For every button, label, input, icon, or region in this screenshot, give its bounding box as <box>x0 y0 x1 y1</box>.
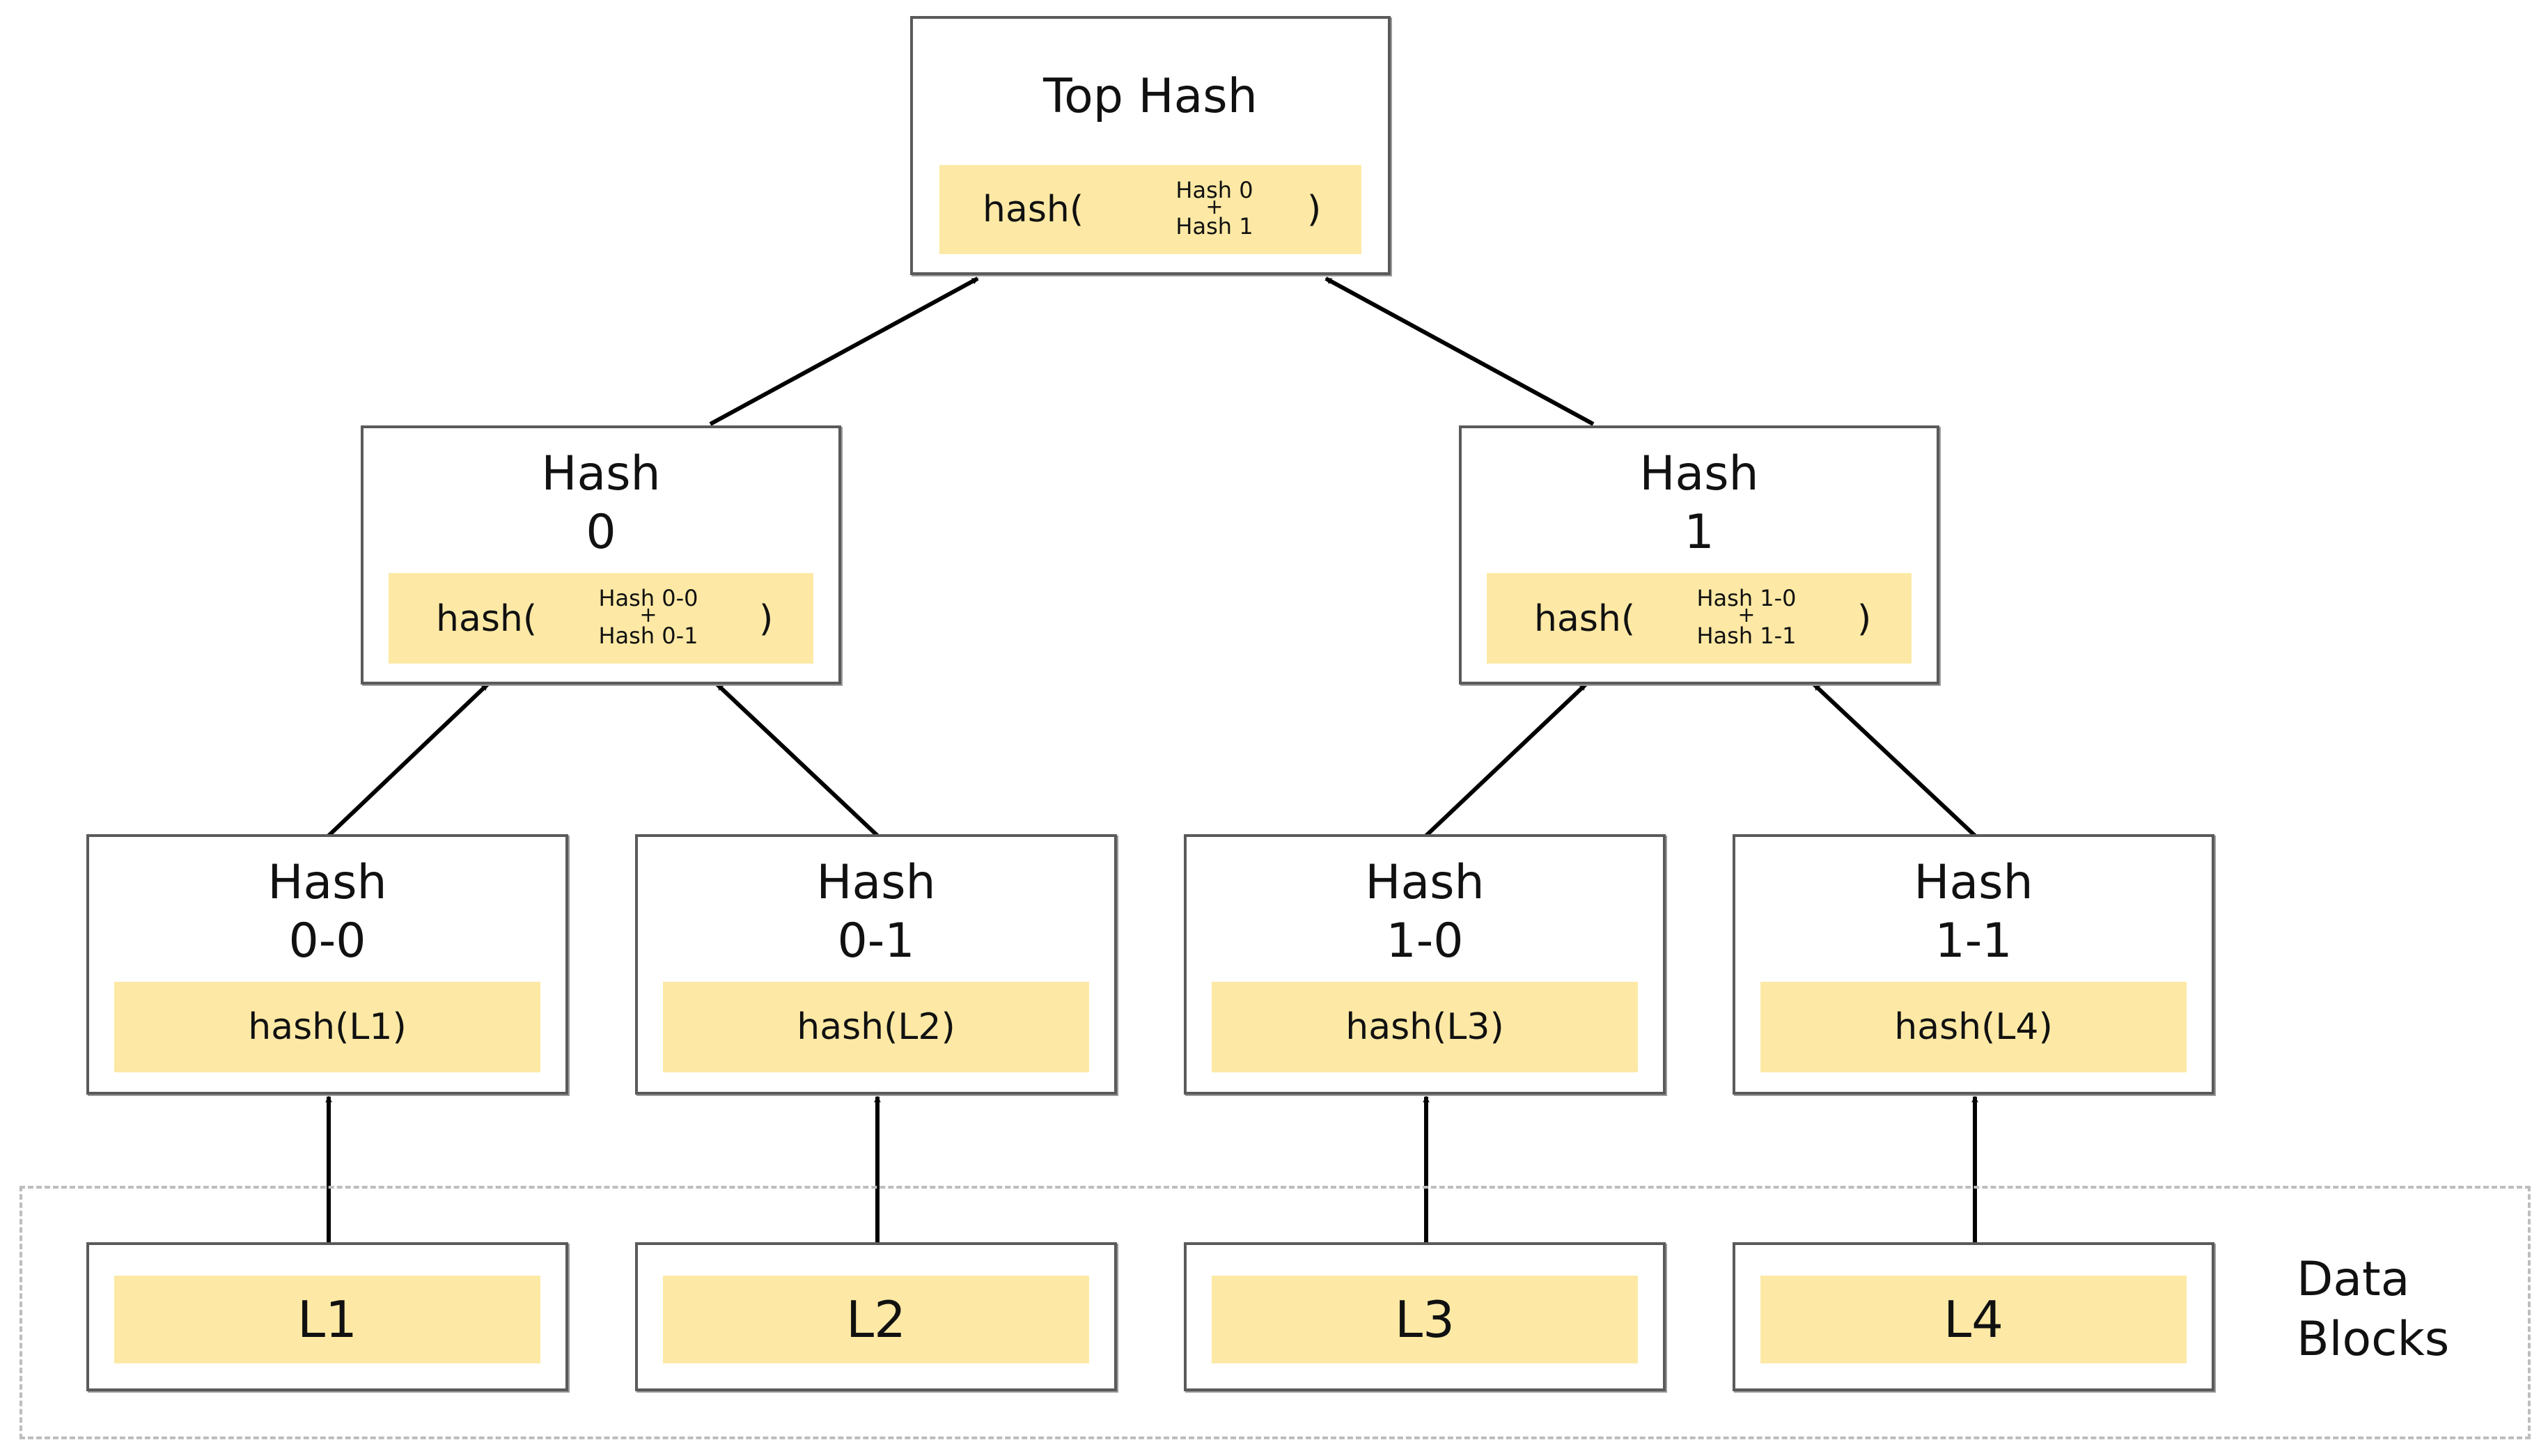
data-block-label: L2 <box>846 1290 906 1349</box>
hash-value: hash(L4) <box>1894 1006 2053 1048</box>
hash-formula-band: hash( Hash 0-0 + Hash 0-1 ) <box>389 573 813 664</box>
hash-arg-2: Hash 0-1 <box>598 623 698 649</box>
hash-arg-1: Hash 0 <box>1175 177 1253 203</box>
node-title: Hash 0 <box>541 446 661 560</box>
hash-value-band: hash(L4) <box>1760 982 2187 1072</box>
hash-function-open: hash( <box>1534 598 1636 640</box>
hash-1-1-node: Hash 1-1 hash(L4) <box>1733 834 2214 1095</box>
data-block-l3: L3 <box>1184 1242 1666 1391</box>
hash-0-0-node: Hash 0-0 hash(L1) <box>86 834 568 1095</box>
hash-function-close: ) <box>1307 189 1322 230</box>
arrow-hash-0-to-top-hash <box>709 276 979 426</box>
data-block-band: L2 <box>663 1276 1089 1363</box>
hash-value-band: hash(L3) <box>1212 982 1638 1072</box>
hash-value-band: hash(L1) <box>114 982 540 1072</box>
hash-arg-1: Hash 1-0 <box>1696 585 1797 611</box>
hash-value: hash(L3) <box>1345 1006 1504 1048</box>
data-block-band: L3 <box>1212 1276 1638 1363</box>
hash-0-1-node: Hash 0-1 hash(L2) <box>635 834 1117 1095</box>
node-title: Hash 0-0 <box>267 855 387 969</box>
arrow-hash-1-0-to-hash-1 <box>1424 682 1588 838</box>
data-blocks-region <box>19 1186 2531 1439</box>
data-block-band: L4 <box>1760 1276 2187 1363</box>
hash-formula-band: hash( Hash 1-0 + Hash 1-1 ) <box>1487 573 1912 664</box>
arrow-hash-0-0-to-hash-0 <box>327 682 490 838</box>
data-block-l4: L4 <box>1733 1242 2214 1391</box>
hash-1-node: Hash 1 hash( Hash 1-0 + Hash 1-1 ) <box>1459 425 1939 684</box>
hash-function-open: hash( <box>436 598 538 640</box>
data-block-l1: L1 <box>86 1242 568 1391</box>
data-block-label: L1 <box>297 1290 357 1349</box>
data-block-l2: L2 <box>635 1242 1117 1391</box>
top-hash-node: Top Hash hash( Hash 0 + Hash 1 ) <box>910 16 1391 275</box>
hash-value-band: hash(L2) <box>663 982 1089 1072</box>
plus-sign: + <box>1205 195 1224 219</box>
node-title: Top Hash <box>1043 69 1258 124</box>
hash-value: hash(L1) <box>248 1006 407 1048</box>
node-title: Hash 1-1 <box>1914 855 2033 969</box>
data-blocks-label: Data Blocks <box>2297 1252 2450 1367</box>
data-block-label: L3 <box>1395 1290 1455 1349</box>
data-block-label: L4 <box>1944 1290 2003 1349</box>
hash-arg-2: Hash 1-1 <box>1696 623 1797 649</box>
plus-sign: + <box>639 603 657 627</box>
hash-1-0-node: Hash 1-0 hash(L3) <box>1184 834 1666 1095</box>
hash-arg-2: Hash 1 <box>1175 213 1253 240</box>
hash-formula-band: hash( Hash 0 + Hash 1 ) <box>939 165 1361 254</box>
hash-function-close: ) <box>759 598 774 640</box>
hash-value: hash(L2) <box>797 1006 955 1048</box>
hash-function-open: hash( <box>983 189 1084 230</box>
data-block-band: L1 <box>114 1276 540 1363</box>
node-title: Hash 1 <box>1639 446 1759 560</box>
hash-function-close: ) <box>1857 598 1872 640</box>
arrow-hash-1-1-to-hash-1 <box>1812 682 1977 838</box>
hash-0-node: Hash 0 hash( Hash 0-0 + Hash 0-1 ) <box>361 425 841 684</box>
node-title: Hash 0-1 <box>816 855 936 969</box>
hash-arg-1: Hash 0-0 <box>598 585 698 611</box>
arrow-hash-0-1-to-hash-0 <box>715 682 880 838</box>
node-title: Hash 1-0 <box>1365 855 1485 969</box>
arrow-hash-1-to-top-hash <box>1324 276 1595 426</box>
plus-sign: + <box>1737 603 1756 627</box>
